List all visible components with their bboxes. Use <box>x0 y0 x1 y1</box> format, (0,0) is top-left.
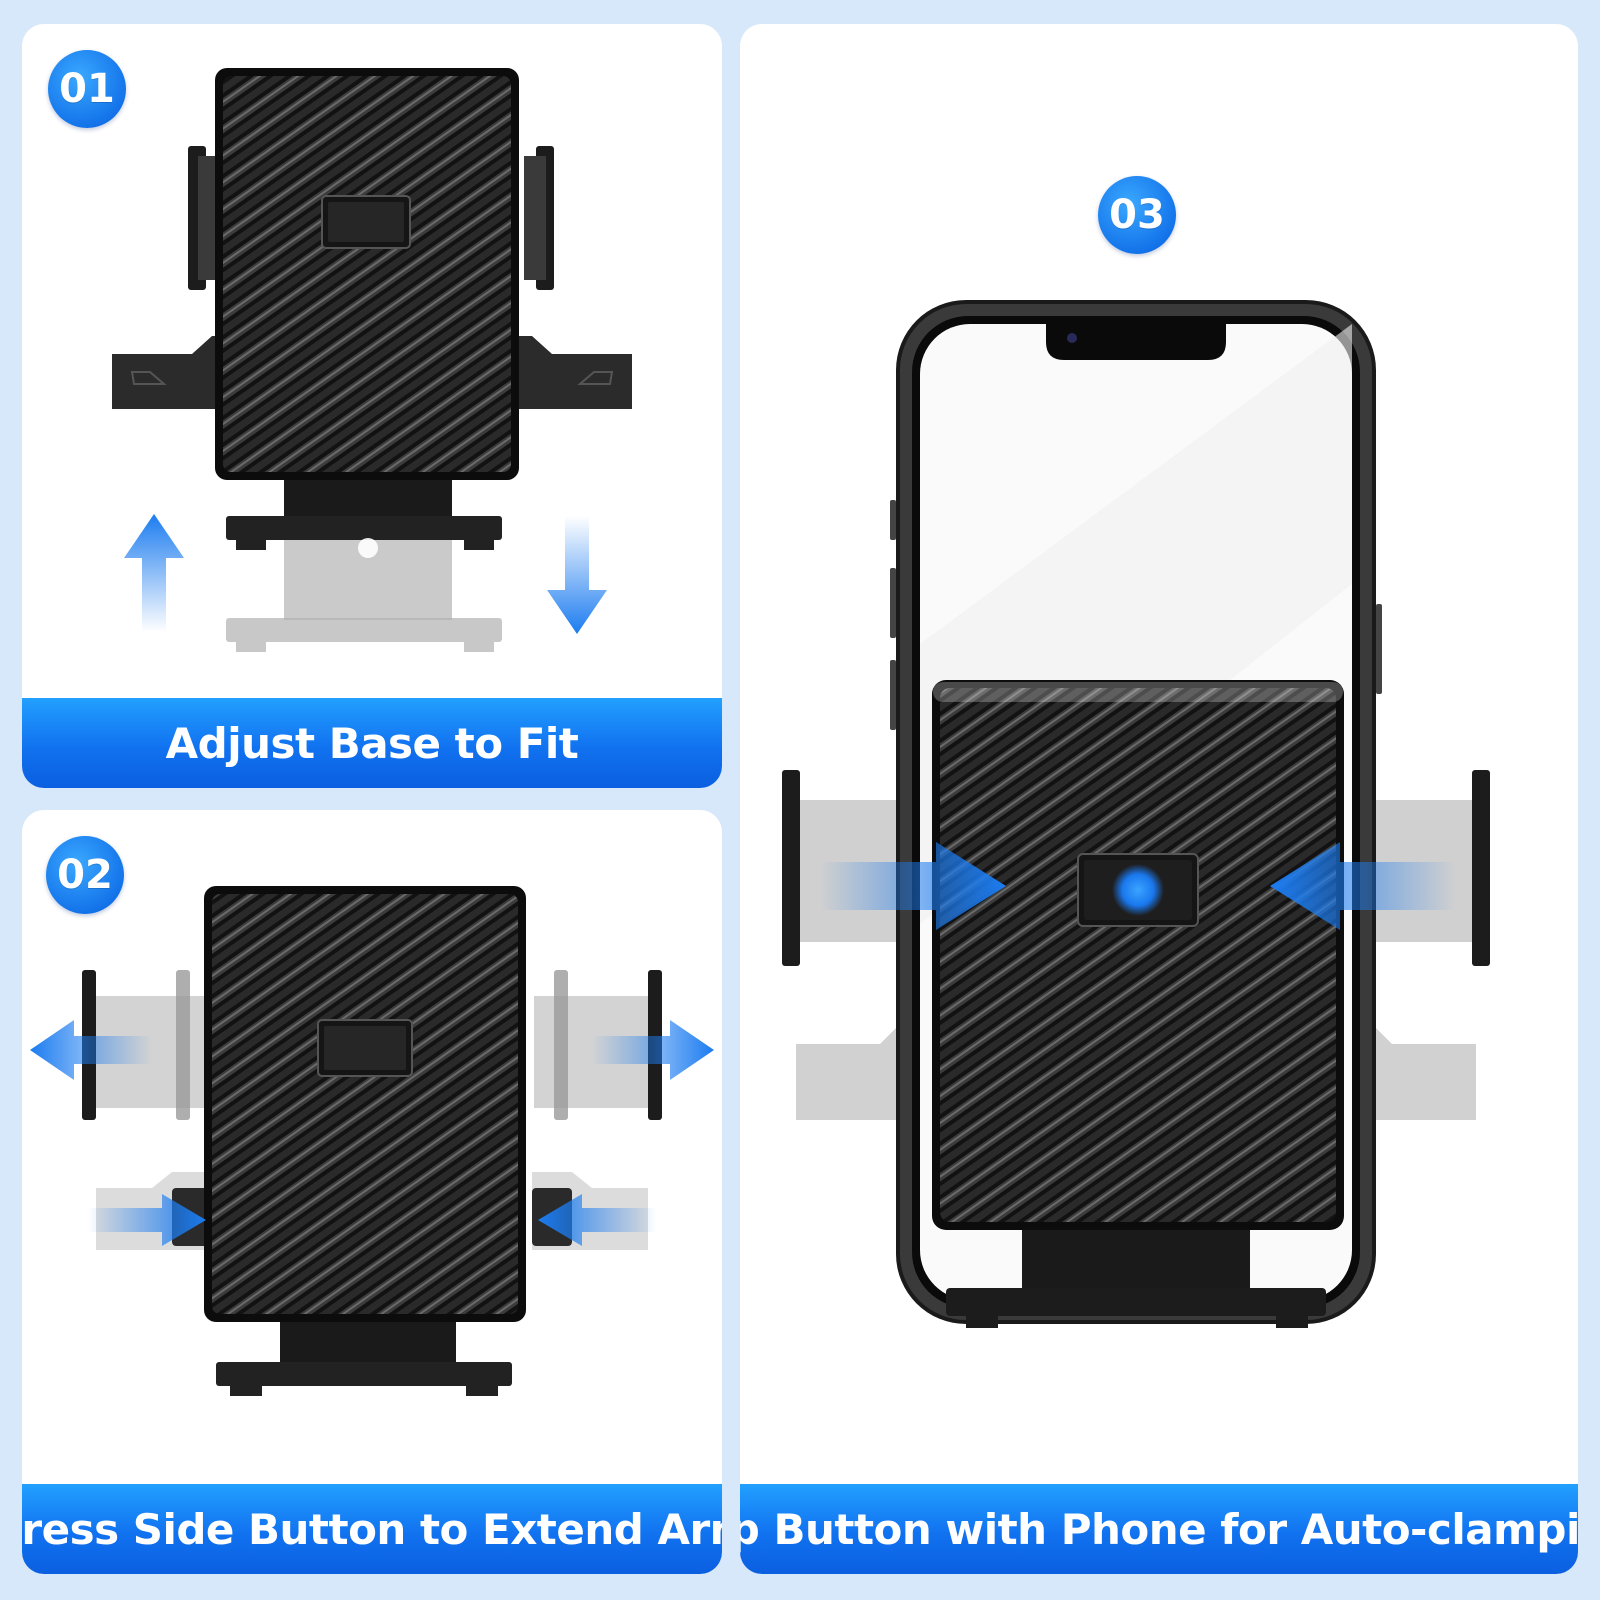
step-badge: 02 <box>46 836 124 914</box>
step-1-panel: 01 Adjust Base to Fit <box>22 24 722 788</box>
right-arrow-icon <box>592 1020 714 1080</box>
step-1-caption: Adjust Base to Fit <box>22 698 722 788</box>
extend-arm-illustration <box>30 886 714 1396</box>
step-2-panel: 02 Press Side Button to Extend Arm <box>22 810 722 1574</box>
step-2-caption: Press Side Button to Extend Arm <box>22 1484 722 1574</box>
step-3-panel: 03 Tap Button with Phone for Auto-clampi… <box>740 24 1578 1574</box>
step-3-caption: Tap Button with Phone for Auto-clamping <box>740 1484 1578 1574</box>
squeeze-arrow-icon <box>820 842 1456 930</box>
step-badge: 03 <box>1098 176 1176 254</box>
left-arrow-icon <box>30 1020 152 1080</box>
up-arrow-icon <box>124 514 184 632</box>
adjust-base-illustration <box>112 68 632 652</box>
squeeze-arrow-icon <box>88 1194 656 1246</box>
step-badge: 01 <box>48 50 126 128</box>
auto-clamp-illustration <box>782 300 1490 1328</box>
down-arrow-icon <box>547 516 607 634</box>
